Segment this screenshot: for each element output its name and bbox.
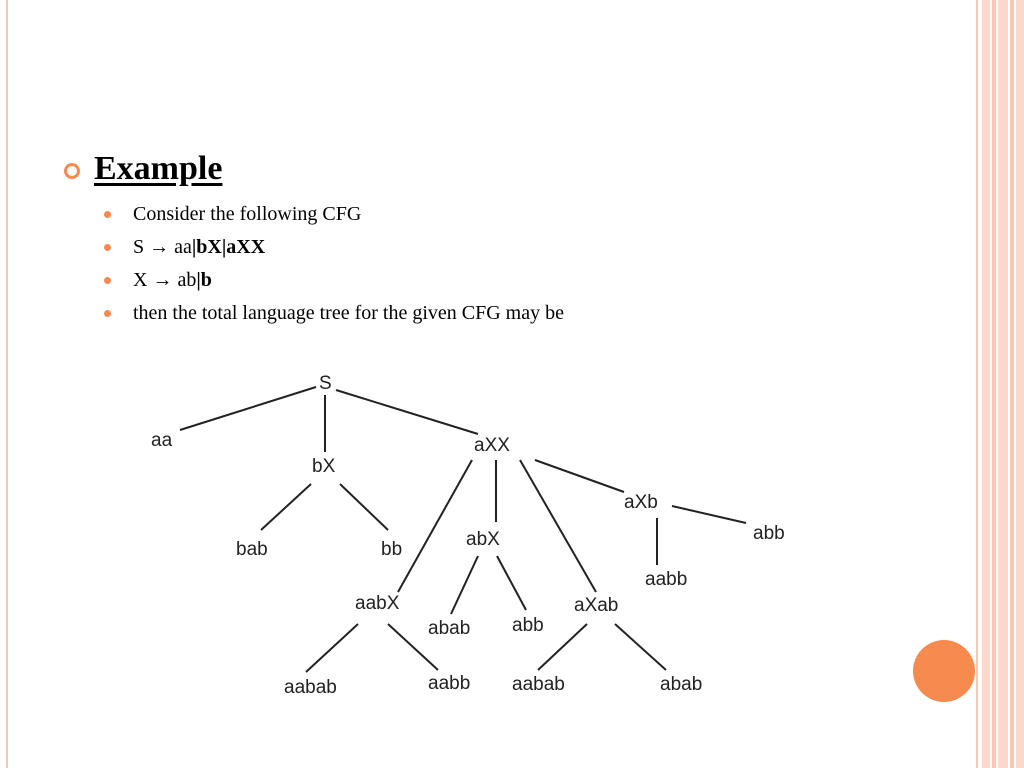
- tree-edge: [397, 459, 473, 593]
- tree-node: bab: [236, 539, 268, 560]
- tree-node: abb: [753, 523, 785, 544]
- tree-edge: [260, 483, 312, 531]
- tree-edge: [339, 483, 389, 531]
- bullet-dot-icon: [104, 310, 111, 317]
- right-stripe: [998, 0, 1008, 768]
- tree-edge: [614, 623, 667, 671]
- decorative-circle: [913, 640, 975, 702]
- bullet-list: Consider the following CFG S → aa|bX|aXX…: [104, 198, 564, 330]
- tree-edge: [534, 459, 625, 493]
- bullet-dot-icon: [104, 277, 111, 284]
- tree-node: bX: [312, 456, 336, 477]
- tree-node: bb: [381, 539, 402, 560]
- slide-heading: Example: [94, 150, 223, 187]
- tree-node: abb: [512, 615, 544, 636]
- tree-edge: [496, 555, 527, 611]
- tree-node: abX: [466, 529, 500, 550]
- ring-bullet-icon: [64, 163, 80, 179]
- bullet-text: X → ab: [133, 269, 197, 291]
- tree-node: aabab: [512, 674, 565, 695]
- tree-node: abab: [660, 674, 702, 695]
- bullet-dot-icon: [104, 244, 111, 251]
- bullet-bold-text: |b: [196, 269, 212, 291]
- heading-row: Example: [64, 150, 222, 188]
- bullet-text: then the total language tree for the giv…: [133, 302, 564, 324]
- tree-node: abab: [428, 618, 470, 639]
- bullet-item: X → ab|b: [104, 264, 564, 297]
- bullet-bold-text: |bX|aXX: [191, 236, 266, 258]
- bullet-item: then the total language tree for the giv…: [104, 297, 564, 330]
- tree-node: aabX: [355, 593, 400, 614]
- tree-node: aXab: [574, 595, 618, 616]
- tree-node: aabb: [428, 673, 470, 694]
- right-stripe: [992, 0, 996, 768]
- tree-edge: [387, 623, 439, 671]
- tree-edge: [179, 386, 317, 431]
- tree-node: aabb: [645, 569, 687, 590]
- right-stripe: [1016, 0, 1024, 768]
- tree-node: S: [319, 373, 332, 394]
- tree-node: aXX: [474, 435, 510, 456]
- tree-node: aa: [151, 430, 173, 451]
- bullet-text: Consider the following CFG: [133, 203, 362, 225]
- tree-node: aXb: [624, 492, 658, 513]
- tree-edge: [519, 459, 597, 593]
- right-stripe: [1010, 0, 1014, 768]
- tree-edge: [335, 389, 479, 435]
- tree-node: aabab: [284, 677, 337, 698]
- tree-edge: [671, 505, 747, 524]
- bullet-item: S → aa|bX|aXX: [104, 231, 564, 264]
- tree-edge: [537, 623, 588, 671]
- bullet-text: S → aa: [133, 236, 192, 258]
- left-border: [6, 0, 8, 768]
- right-stripe: [976, 0, 978, 768]
- tree-edge: [305, 623, 359, 673]
- bullet-dot-icon: [104, 211, 111, 218]
- right-stripe: [982, 0, 990, 768]
- tree-edge: [450, 555, 479, 615]
- bullet-item: Consider the following CFG: [104, 198, 564, 231]
